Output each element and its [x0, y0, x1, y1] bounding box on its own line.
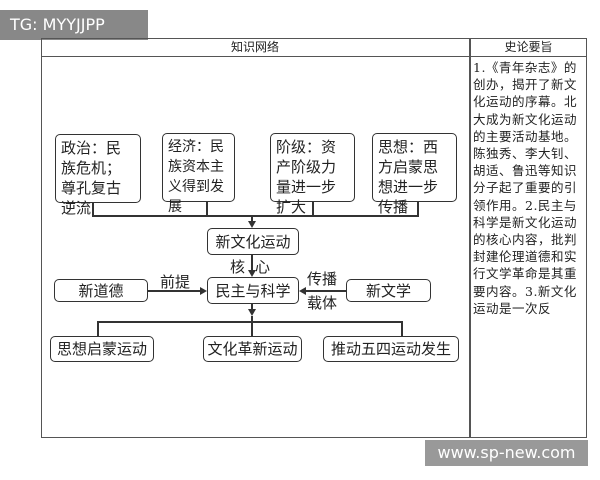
connector: [148, 290, 200, 292]
label-carrier: 载体: [307, 294, 338, 312]
box-economy: 经济：民族资本主义得到发展: [162, 133, 235, 215]
connector: [97, 321, 99, 336]
watermark-bottom-right: www.sp-new.com: [425, 440, 588, 466]
connector: [312, 202, 314, 216]
column-header-knowledge: 知识网络: [41, 38, 469, 57]
connector: [251, 215, 253, 221]
connector: [206, 202, 208, 216]
box-democracy-science: 民主与科学: [207, 277, 299, 304]
column-header-summary: 史论要旨: [470, 38, 587, 57]
connector: [306, 290, 346, 292]
column-divider: [469, 38, 471, 438]
connector-horizontal: [97, 321, 402, 323]
box-may-fourth: 推动五四运动发生: [323, 336, 459, 362]
arrow-left-icon: [299, 287, 306, 295]
arrow-down-icon: [248, 309, 256, 316]
connector: [92, 203, 94, 216]
box-politics: 政治：民族危机；尊孔复古逆流: [55, 134, 141, 217]
knowledge-table: [41, 38, 587, 438]
label-premise: 前提: [160, 273, 191, 291]
box-thought: 思想：西方启蒙思想进一步传播: [372, 133, 457, 216]
arrow-down-icon: [248, 270, 256, 277]
connector: [251, 316, 253, 336]
box-enlightenment: 思想启蒙运动: [50, 336, 154, 362]
label-core: 核心: [230, 258, 281, 276]
connector: [251, 255, 253, 271]
box-new-culture-movement: 新文化运动: [207, 228, 299, 255]
summary-text: 1.《青年杂志》的创办，揭开了新文化运动的序幕。北大成为新文化运动的主要活动基地…: [473, 60, 578, 316]
arrow-right-icon: [200, 287, 207, 295]
label-spread: 传播: [307, 270, 338, 288]
connector: [251, 304, 253, 309]
box-new-morality: 新道德: [54, 279, 148, 302]
connector: [417, 202, 419, 216]
box-new-literature: 新文学: [346, 279, 431, 302]
box-class: 阶级：资产阶级力量进一步扩大: [270, 133, 355, 216]
connector-horizontal: [92, 215, 419, 217]
arrow-down-icon: [248, 221, 256, 228]
connector: [401, 321, 403, 336]
box-cultural-reform: 文化革新运动: [203, 336, 302, 362]
watermark-top-left: TG: MYYJJPP: [0, 10, 148, 40]
